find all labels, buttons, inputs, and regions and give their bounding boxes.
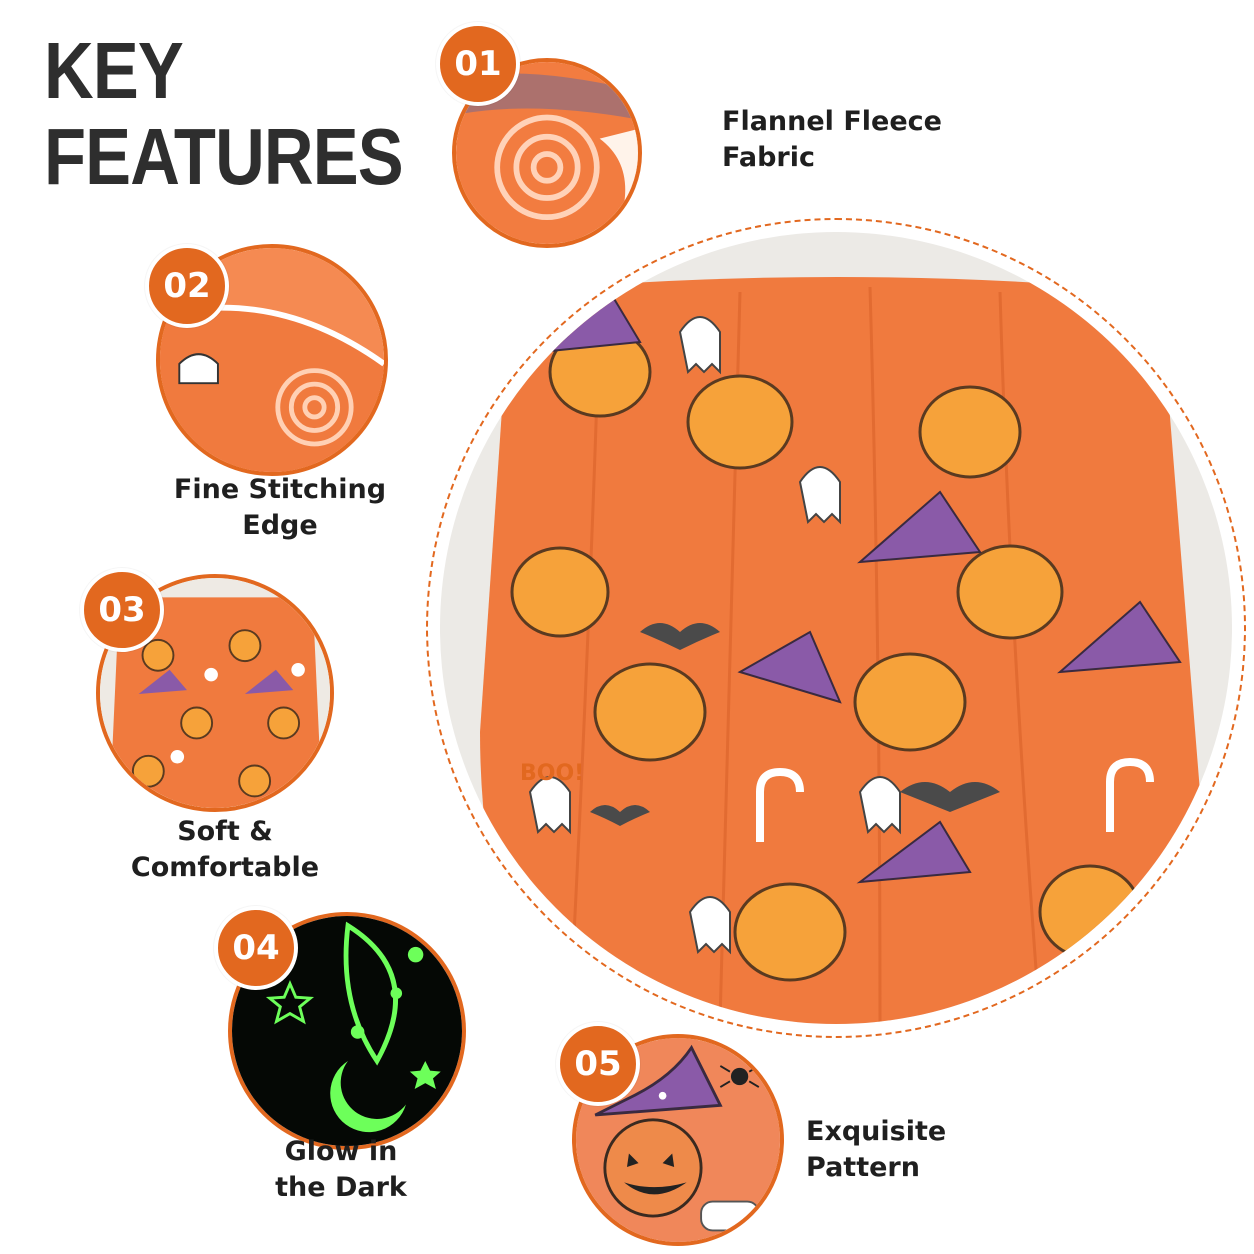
feature-01-label-line-1: Flannel Fleece	[722, 106, 942, 137]
feature-05-label: Exquisite Pattern	[806, 1114, 946, 1186]
ghost-icon	[528, 316, 901, 955]
feature-01-number-badge: 01	[436, 22, 520, 106]
feature-03-label-line-1: Soft &	[177, 816, 273, 847]
feature-05-number-badge: 05	[556, 1022, 640, 1106]
feature-03-number-badge: 03	[80, 568, 164, 652]
feature-04-number-badge: 04	[214, 906, 298, 990]
main-blanket-image: BOO!	[440, 232, 1232, 1024]
title-line-1: KEY	[44, 26, 184, 115]
feature-04-label-line-2: the Dark	[275, 1172, 407, 1203]
feature-04-label: Glow in the Dark	[216, 1134, 466, 1206]
feature-05-label-line-2: Pattern	[806, 1152, 920, 1183]
bat-icon	[590, 623, 1000, 826]
feature-04-image	[228, 912, 466, 1150]
title-line-2: FEATURES	[44, 112, 404, 201]
pumpkin-icon	[510, 326, 1142, 982]
blanket-illustration: BOO!	[440, 232, 1232, 1024]
pumpkin-icon	[603, 1118, 703, 1218]
feature-01-label: Flannel Fleece Fabric	[722, 104, 942, 176]
star-icon	[265, 979, 315, 1025]
boo-label: BOO!	[520, 761, 584, 786]
feature-01-image	[452, 58, 642, 248]
witch-hat-icon	[594, 1044, 723, 1117]
pumpkin-icon	[131, 629, 301, 798]
spider-icon	[719, 1065, 760, 1088]
candy-cane-icon	[756, 757, 1154, 842]
feature-02-number-badge: 02	[145, 244, 229, 328]
witch-hat-icon	[536, 290, 1182, 884]
feature-01-label-line-2: Fabric	[722, 142, 815, 173]
main-image-dashed-ring	[426, 218, 1246, 1038]
feature-04-label-line-1: Glow in	[284, 1136, 398, 1167]
feature-02-label: Fine Stitching Edge	[160, 472, 400, 544]
feature-05-label-line-1: Exquisite	[806, 1116, 947, 1147]
feature-02-label-line-1: Fine Stitching	[173, 474, 387, 505]
feature-03-label: Soft & Comfortable	[100, 814, 350, 886]
feature-02-label-line-2: Edge	[242, 510, 318, 541]
crescent-moon-icon	[330, 1060, 406, 1133]
page-title: KEY FEATURES	[44, 26, 404, 201]
feature-05-image	[572, 1034, 784, 1246]
feature-03-label-line-2: Comfortable	[130, 852, 320, 883]
